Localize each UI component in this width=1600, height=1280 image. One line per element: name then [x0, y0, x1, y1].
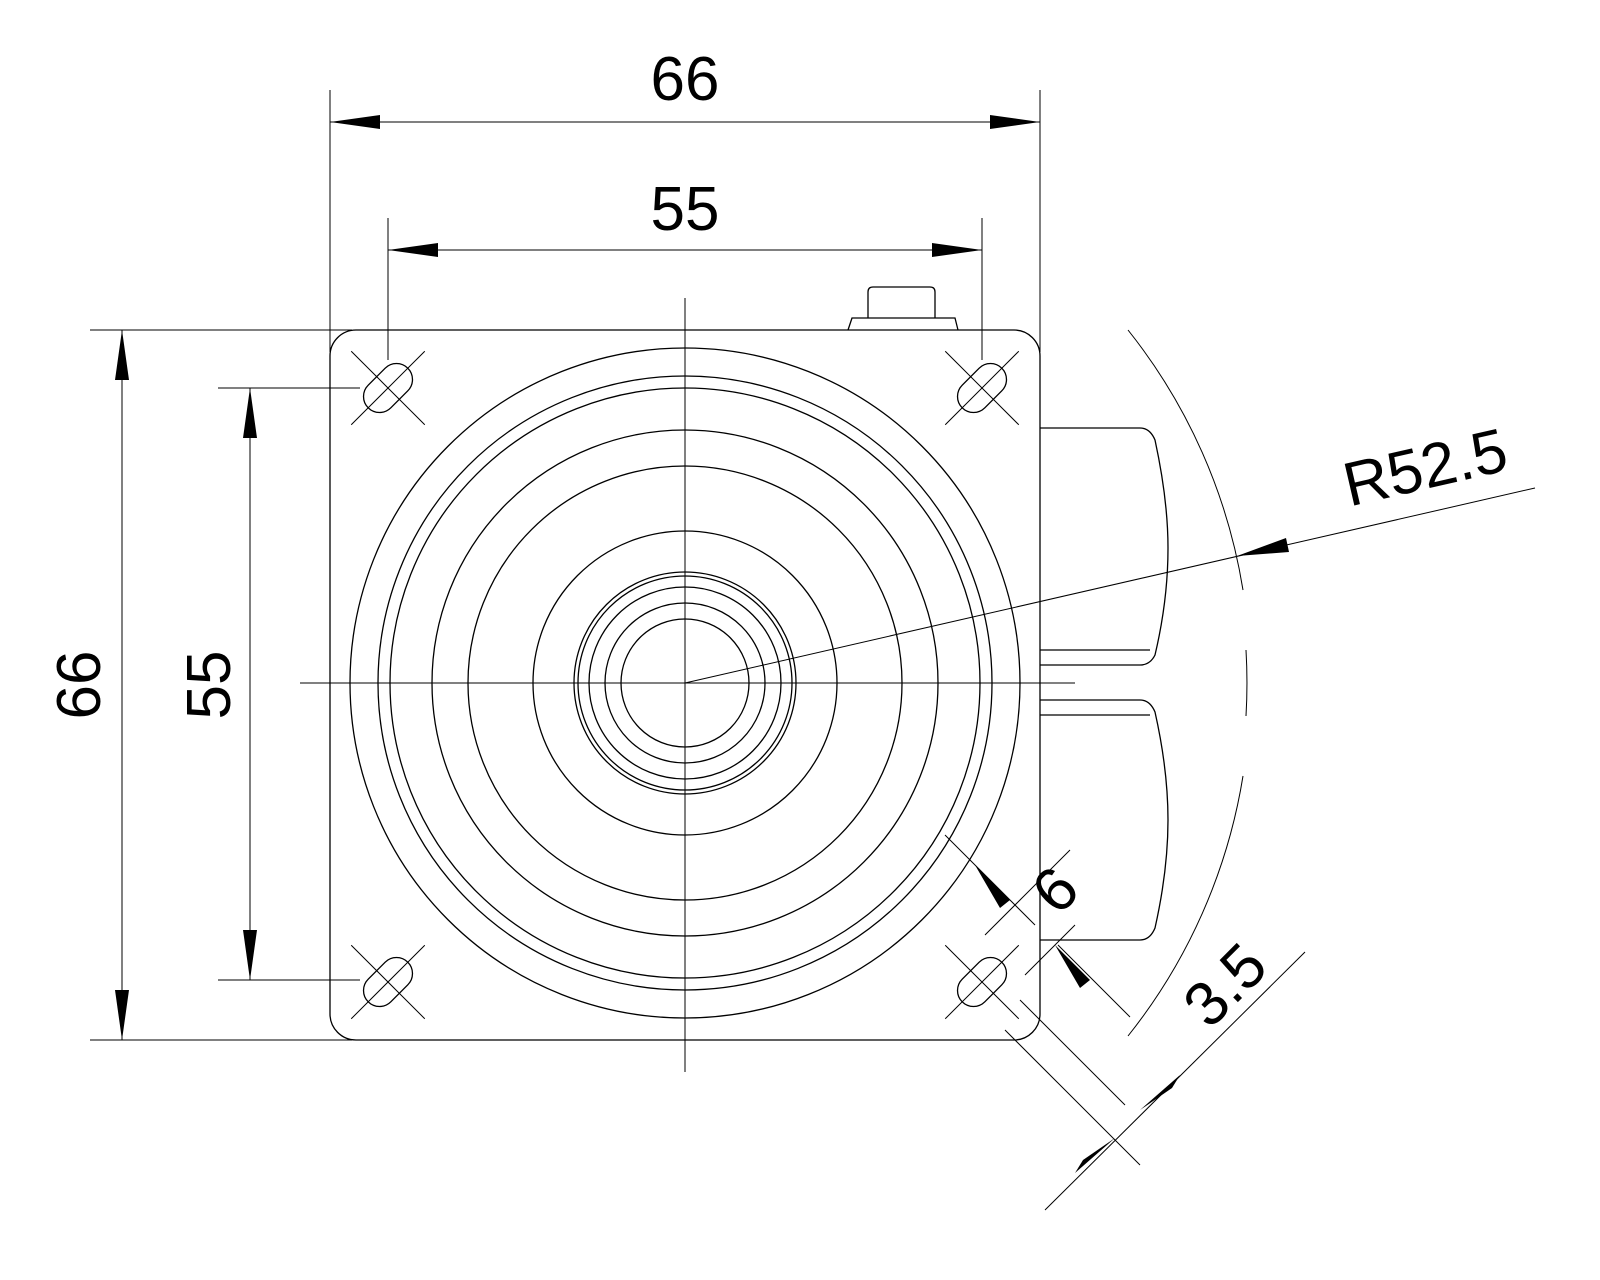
dimension-slot-offset: 3.5 — [1004, 931, 1306, 1211]
top-knob — [847, 286, 959, 331]
dim-label-55-width: 55 — [651, 175, 720, 244]
dim-label-r52-5: R52.5 — [1337, 416, 1514, 520]
dimension-slot-length: 6 — [944, 834, 1131, 1106]
dim-label-3-5: 3.5 — [1171, 931, 1281, 1041]
dimension-hole-width: 55 — [387, 175, 983, 360]
dim-label-66-width: 66 — [651, 45, 720, 114]
dimension-hole-height: 55 — [175, 387, 360, 981]
center-lines — [300, 298, 1075, 1072]
dim-label-55-height: 55 — [175, 651, 244, 720]
mounting-slots — [350, 350, 1020, 1020]
dim-label-66-height: 66 — [45, 651, 114, 720]
dimension-overall-width: 66 — [329, 45, 1041, 352]
dimension-overall-height: 66 — [45, 329, 352, 1041]
wheel-profile — [1040, 427, 1169, 941]
